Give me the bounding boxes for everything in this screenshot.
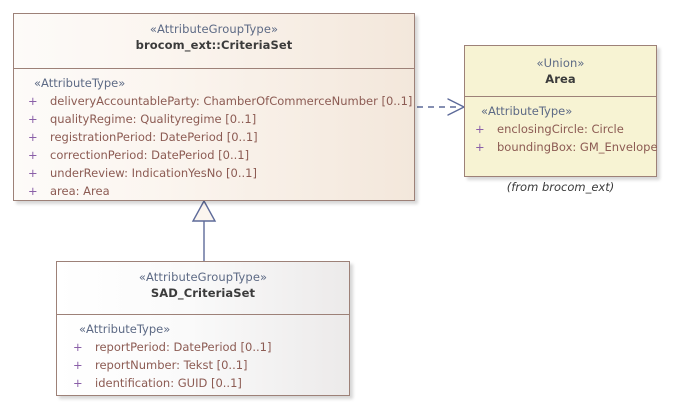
attribute-label: enclosingCircle: Circle [497, 122, 624, 136]
generalization-arrowhead-triangle [191, 199, 217, 222]
class-stereotype: «AttributeGroupType» [138, 270, 268, 284]
class-box-area[interactable]: «Union» Area «AttributeType» + enclosingC… [464, 45, 658, 177]
attribute-visibility: + [28, 166, 38, 180]
class-name: brocom_ext::CriteriaSet [135, 38, 293, 52]
attribute-row[interactable]: + area: Area [14, 182, 414, 200]
attribute-visibility: + [73, 376, 83, 390]
attribute-visibility: + [475, 122, 485, 136]
class-attributes-sad-criteriaset: «AttributeType» + reportPeriod: DatePerio… [57, 315, 349, 396]
class-attributes-area: «AttributeType» + enclosingCircle: Circle… [465, 97, 658, 176]
dependency-connector[interactable] [417, 98, 466, 116]
class-header-criteriaset: «AttributeGroupType» brocom_ext::Criteri… [14, 14, 414, 69]
attribute-visibility: + [28, 148, 38, 162]
attribute-label: reportNumber: Tekst [0..1] [95, 358, 248, 372]
attribute-label: boundingBox: GM_Envelope [497, 140, 658, 154]
class-header-area: «Union» Area [465, 46, 656, 97]
class-box-criteriaset[interactable]: «AttributeGroupType» brocom_ext::Criteri… [13, 13, 415, 201]
class-stereotype: «AttributeGroupType» [149, 22, 279, 36]
generalization-connector[interactable] [191, 199, 217, 261]
class-name: SAD_CriteriaSet [150, 286, 256, 300]
attribute-visibility: + [73, 340, 83, 354]
attribute-visibility: + [28, 94, 38, 108]
area-package-note: (from brocom_ext) [506, 180, 615, 194]
attribute-label: area: Area [50, 184, 110, 198]
attribute-label: deliveryAccountableParty: ChamberOfComme… [50, 94, 413, 108]
attribute-label: identification: GUID [0..1] [95, 376, 242, 390]
attribute-label: underReview: IndicationYesNo [0..1] [50, 166, 257, 180]
attribute-row[interactable]: + correctionPeriod: DatePeriod [0..1] [14, 146, 414, 164]
attribute-row[interactable]: + qualityRegime: Qualityregime [0..1] [14, 110, 414, 128]
attribute-label: reportPeriod: DatePeriod [0..1] [95, 340, 272, 354]
class-header-sad-criteriaset: «AttributeGroupType» SAD_CriteriaSet [57, 262, 349, 315]
class-name: Area [545, 72, 576, 86]
attribute-compartment-stereotype: «AttributeType» [481, 104, 573, 118]
attribute-row[interactable]: + deliveryAccountableParty: ChamberOfComm… [14, 92, 414, 110]
class-stereotype: «Union» [536, 56, 585, 70]
attribute-row[interactable]: + reportPeriod: DatePeriod [0..1] [57, 338, 349, 356]
attribute-visibility: + [73, 358, 83, 372]
class-box-sad-criteriaset[interactable]: «AttributeGroupType» SAD_CriteriaSet «At… [56, 261, 350, 396]
class-attributes-criteriaset: «AttributeType» + deliveryAccountablePart… [14, 69, 414, 200]
attribute-row[interactable]: + underReview: IndicationYesNo [0..1] [14, 164, 414, 182]
dependency-open-arrowhead [447, 98, 466, 116]
attribute-row[interactable]: + identification: GUID [0..1] [57, 374, 349, 392]
attribute-visibility: + [28, 130, 38, 144]
attribute-compartment-stereotype: «AttributeType» [34, 76, 126, 90]
attribute-visibility: + [28, 112, 38, 126]
attribute-compartment-stereotype: «AttributeType» [79, 322, 171, 336]
attribute-row[interactable]: + enclosingCircle: Circle [465, 120, 656, 138]
attribute-label: registrationPeriod: DatePeriod [0..1] [50, 130, 258, 144]
attribute-row[interactable]: + reportNumber: Tekst [0..1] [57, 356, 349, 374]
attribute-row[interactable]: + registrationPeriod: DatePeriod [0..1] [14, 128, 414, 146]
attribute-row[interactable]: + boundingBox: GM_Envelope [465, 138, 658, 156]
attribute-label: qualityRegime: Qualityregime [0..1] [50, 112, 257, 126]
attribute-label: correctionPeriod: DatePeriod [0..1] [50, 148, 250, 162]
attribute-visibility: + [28, 184, 38, 198]
attribute-visibility: + [475, 140, 485, 154]
